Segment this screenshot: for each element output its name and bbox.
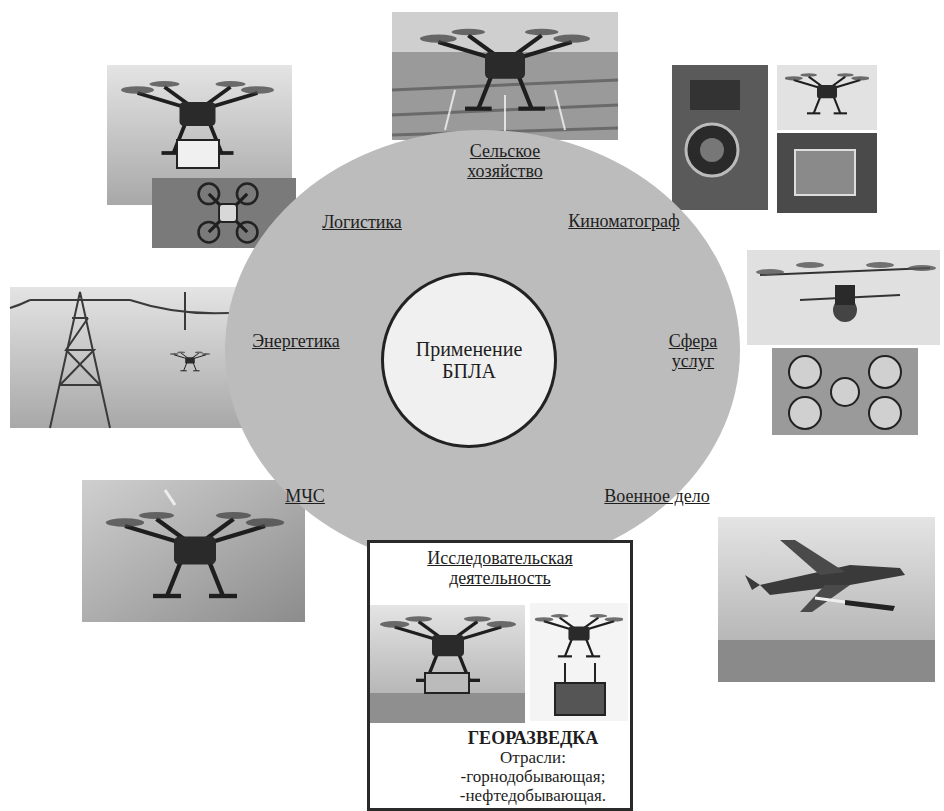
center-circle: Применение БПЛА	[381, 272, 557, 448]
payload-drone-photo	[530, 603, 628, 721]
services-photo	[747, 250, 940, 435]
application-ring: Сельское хозяйствоЛогистика КиноматографЭ…	[225, 130, 740, 570]
sector-label: Военное дело	[582, 487, 732, 507]
agriculture-photo	[392, 12, 618, 140]
hexacopter-photo	[370, 605, 525, 723]
sector-label: МЧС	[270, 487, 340, 507]
military-photo	[718, 517, 935, 682]
center-title: Применение БПЛА	[394, 338, 544, 382]
sector-label: Сфера услуг	[653, 332, 733, 372]
emergency-photo	[82, 480, 305, 622]
sector-label: Киноматограф	[539, 212, 709, 232]
box-text: -горнодобывающая;	[433, 768, 633, 787]
highlight-box: Исследовательская деятельностьГЕОРАЗВЕДК…	[367, 540, 633, 811]
cinema-photo	[672, 65, 877, 213]
box-text: ГЕОРАЗВЕДКА	[433, 729, 633, 749]
sector-label: Логистика	[302, 213, 422, 233]
box-text: -нефтедобывающая.	[433, 787, 633, 806]
logistics-photo	[107, 65, 296, 248]
box-text: Отрасли:	[433, 749, 633, 768]
sector-label: Энергетика	[231, 332, 361, 352]
sector-label: Сельское хозяйство	[455, 142, 555, 182]
box-heading: Исследовательская деятельность	[390, 549, 610, 589]
energy-photo	[10, 287, 260, 428]
